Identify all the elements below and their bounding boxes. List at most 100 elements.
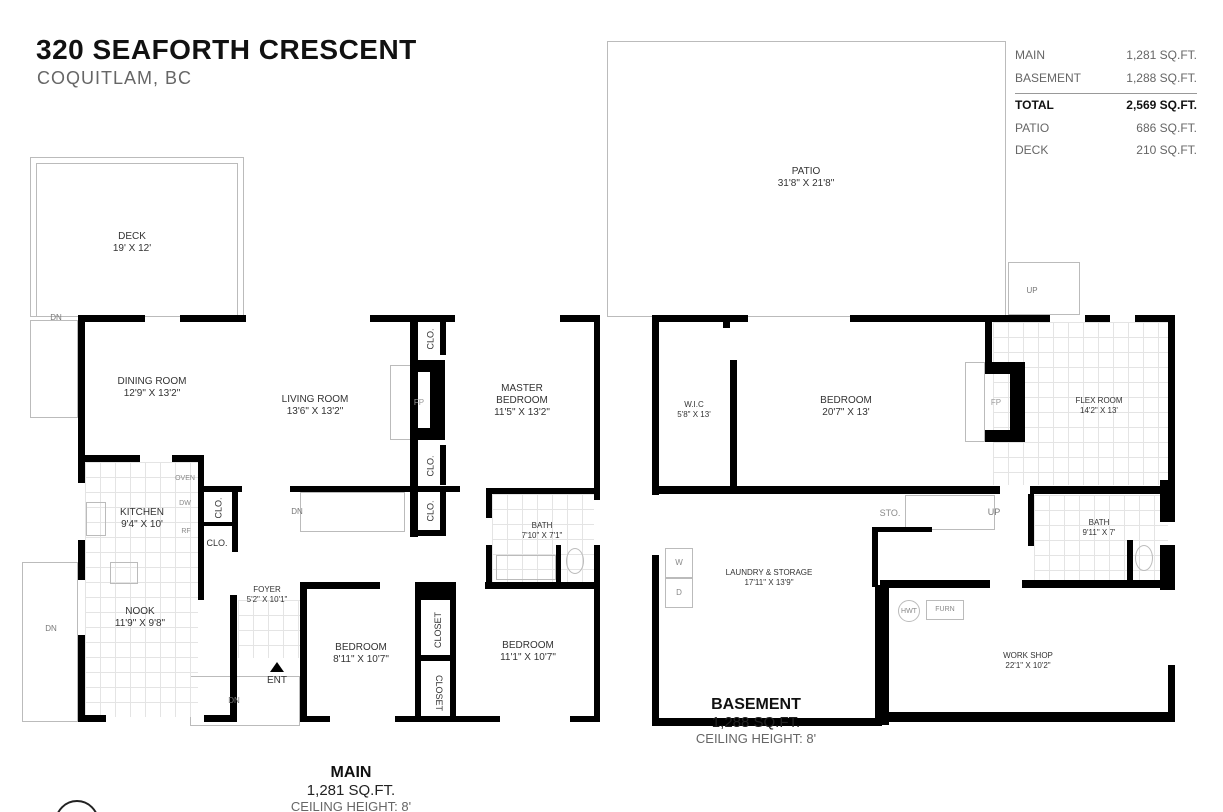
room-dimensions: 22'1" X 10'2" (1005, 661, 1051, 670)
summary-value: 1,281 SQ.FT. (1126, 48, 1197, 63)
room-name: PATIO (791, 166, 821, 177)
summary-row-main: MAIN 1,281 SQ.FT. (1015, 44, 1197, 67)
wall (723, 320, 730, 328)
room-name: LAUNDRY & STORAGE (725, 568, 813, 577)
basement-floor-title: BASEMENT 1,288 SQ.FT. CEILING HEIGHT: 8' (696, 696, 816, 746)
wall (1030, 486, 1175, 494)
wall (872, 527, 878, 587)
room-dimensions: 14'2" X 13' (1080, 406, 1118, 415)
main-stairs (300, 492, 405, 532)
room-name: W.I.C (684, 400, 704, 409)
summary-label: DECK (1015, 143, 1049, 158)
room-dimensions: 17'11" X 13'9" (744, 578, 794, 587)
wall (1135, 315, 1175, 322)
stairs-up-label: UP (987, 507, 1001, 517)
wall (300, 582, 307, 722)
wall (486, 488, 492, 518)
wall (232, 486, 238, 552)
wall (172, 455, 204, 462)
hot-water-tank (898, 600, 920, 622)
furnace-label: FURN (935, 606, 955, 613)
wall (875, 585, 889, 725)
wall (486, 488, 600, 494)
wall (204, 522, 238, 526)
summary-label: MAIN (1015, 48, 1045, 63)
room-name: KITCHEN (120, 507, 164, 518)
patio-outline (607, 41, 1006, 317)
wall (652, 555, 659, 725)
sink-icon (86, 502, 106, 536)
floor-name: MAIN (330, 764, 372, 781)
dishwasher-label: DW (179, 500, 191, 507)
floor-ceiling-height: CEILING HEIGHT: 8' (695, 731, 817, 746)
fridge-label: RF (181, 528, 191, 535)
furnace (926, 600, 964, 620)
bathtub (496, 555, 556, 580)
wall (198, 455, 204, 600)
wall (78, 315, 145, 322)
summary-value: 1,288 SQ.FT. (1126, 70, 1197, 85)
oven-label: OVEN (175, 475, 195, 482)
room-name: FOYER (253, 585, 281, 594)
summary-label: PATIO (1015, 120, 1050, 135)
stairs-up-label: UP (1026, 286, 1038, 295)
wall (410, 315, 418, 537)
wall (1022, 580, 1175, 588)
room-name: BATH (1088, 518, 1110, 527)
wall (78, 715, 106, 722)
toilet-icon (1135, 545, 1153, 571)
wall (415, 655, 455, 661)
property-address: 320 SEAFORTH CRESCENT (36, 34, 417, 65)
fireplace-chimney (415, 360, 445, 372)
washer (665, 548, 693, 578)
wall (652, 315, 659, 495)
wall (730, 360, 737, 490)
property-city: COQUITLAM, BC (37, 68, 193, 88)
room-dimensions: 5'2" X 10'1" (246, 595, 288, 604)
wall (204, 486, 242, 492)
closet-label: CLO. (425, 455, 436, 477)
closet-label: CLO. (425, 500, 436, 522)
stove-icon (110, 562, 138, 584)
wall (594, 545, 600, 722)
room-dimensions: 11'1" X 10'7" (500, 652, 556, 663)
wall (395, 716, 500, 722)
wall (485, 582, 600, 589)
floor-ceiling-height: CEILING HEIGHT: 8' (290, 799, 412, 812)
room-name: NOOK (125, 606, 155, 617)
floor-area: 1,281 SQ.FT. (306, 782, 396, 799)
fireplace-chimney (1010, 362, 1025, 442)
room-dimensions: 9'4" X 10' (121, 519, 163, 530)
room-name: BEDROOM (335, 642, 387, 653)
wall (440, 492, 446, 536)
wall (556, 545, 561, 583)
closet-label: CLO. (206, 538, 228, 548)
wall (594, 315, 600, 500)
wall (204, 715, 237, 722)
floor-area: 1,288 SQ.FT. (711, 714, 801, 731)
summary-value: 210 SQ.FT. (1136, 143, 1197, 158)
wall (1127, 540, 1133, 585)
wall (78, 455, 140, 462)
wall (570, 716, 600, 722)
stairs-down-label: DN (45, 624, 57, 633)
wall (880, 580, 990, 588)
basement-stairs (905, 495, 995, 530)
summary-label: BASEMENT (1015, 70, 1082, 85)
room-dimensions: 11'9" X 9'8" (114, 618, 166, 629)
